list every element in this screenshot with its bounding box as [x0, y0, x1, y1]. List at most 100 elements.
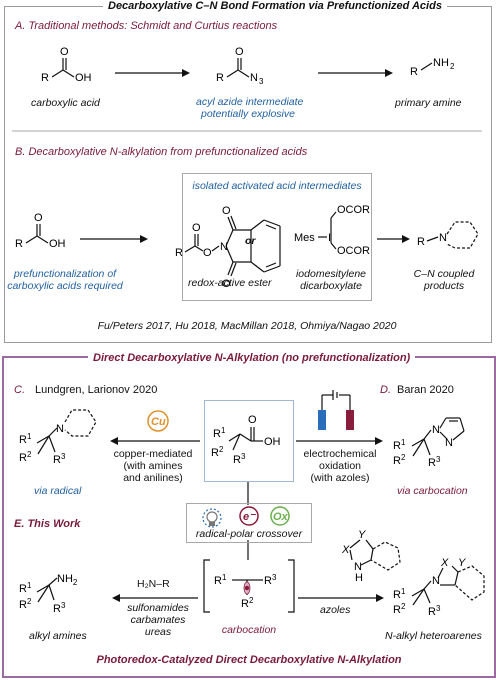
svg-text:O: O: [248, 414, 257, 426]
section-c-letter: C.: [14, 384, 25, 396]
svg-text:R3: R3: [428, 455, 441, 469]
svg-text:O: O: [222, 205, 231, 217]
section-divider: [12, 130, 482, 132]
section-e-title: E. This Work: [14, 518, 81, 530]
svg-text:R1: R1: [19, 581, 32, 595]
svg-text:NH2: NH2: [57, 573, 78, 587]
redox-ester-label: redox-active ester: [188, 277, 272, 289]
svg-text:R: R: [175, 247, 183, 259]
photoredox-box: [186, 503, 312, 543]
svg-text:R: R: [216, 72, 224, 84]
section-c-authors: Lundgren, Larionov 2020: [35, 384, 158, 396]
section-b-structures: O R OH O R O N O O: [15, 204, 479, 290]
azoles-label: azoles: [320, 604, 351, 616]
top-panel-title: Decarboxylative C–N Bond Formation via P…: [103, 0, 447, 13]
products-label-1: C–N coupled: [413, 268, 475, 280]
svg-text:R2: R2: [393, 453, 406, 467]
prefunc-label-1: prefunctionalization of: [13, 268, 117, 280]
svg-text:R3: R3: [264, 573, 277, 587]
svg-text:N: N: [439, 232, 447, 244]
electro-label-1: electrochemical: [303, 448, 377, 460]
svg-text:R: R: [410, 66, 418, 78]
svg-text:R2: R2: [241, 596, 254, 610]
svg-text:O: O: [192, 222, 201, 234]
svg-text:Ox: Ox: [273, 511, 289, 523]
svg-text:R1: R1: [393, 587, 406, 601]
copper-label-2: (with amines: [123, 460, 183, 472]
section-d-authors: Baran 2020: [397, 384, 454, 396]
via-carbocation-label: via carbocation: [397, 485, 468, 497]
activated-intermediates-box: [182, 173, 372, 301]
prefunc-label-2: carboxylic acids required: [7, 280, 123, 292]
alkyl-amines-label: alkyl amines: [29, 630, 87, 642]
explosive-label: potentially explosive: [201, 108, 295, 120]
copper-label-1: copper-mediated: [113, 448, 193, 460]
svg-text:H: H: [355, 572, 363, 584]
activated-box-title: isolated activated acid intermediates: [192, 180, 362, 192]
svg-text:R1: R1: [214, 573, 227, 587]
svg-text:O: O: [222, 278, 231, 290]
svg-text:N: N: [250, 72, 258, 84]
bottom-footer: Photoredox-Catalyzed Direct Decarboxylat…: [96, 654, 402, 666]
electro-label-3: (with azoles): [310, 472, 370, 484]
via-radical-label: via radical: [34, 485, 82, 497]
reagent-ureas: ureas: [144, 626, 172, 638]
reagent-carbamates: carbamates: [130, 614, 186, 626]
svg-text:OH: OH: [264, 436, 281, 448]
svg-text:X: X: [440, 557, 449, 569]
citation: Fu/Peters 2017, Hu 2018, MacMillan 2018,…: [97, 320, 397, 332]
iodomesitylene-label-1: iodomesitylene: [295, 268, 367, 280]
iodomesitylene-label-2: dicarboxylate: [300, 280, 362, 292]
carboxylic-acid-label: carboxylic acid: [31, 97, 100, 109]
svg-text:2: 2: [450, 62, 455, 71]
svg-text:R2: R2: [19, 450, 32, 464]
oxidant-icon: [270, 506, 290, 526]
svg-text:O: O: [203, 247, 212, 259]
carbocation-label: carbocation: [221, 624, 277, 636]
svg-text:3: 3: [259, 77, 264, 86]
svg-text:N: N: [445, 437, 453, 449]
svg-text:N: N: [432, 575, 440, 587]
amine-reagent-label: H₂N–R: [137, 578, 170, 590]
svg-text:R2: R2: [211, 445, 224, 459]
ocor-bottom: OCOR: [337, 245, 370, 257]
svg-text:Y: Y: [458, 557, 466, 569]
svg-text:R1: R1: [393, 438, 406, 452]
svg-text:R: R: [15, 238, 23, 250]
products-label-2: products: [423, 280, 465, 292]
svg-text:N: N: [354, 561, 362, 573]
svg-text:X: X: [341, 544, 350, 556]
svg-text:e⁻: e⁻: [243, 511, 256, 523]
svg-text:N: N: [432, 424, 440, 436]
svg-text:O: O: [235, 46, 244, 58]
section-a-title: A. Traditional methods: Schmidt and Curt…: [15, 20, 278, 32]
svg-text:R: R: [41, 72, 49, 84]
svg-text:R3: R3: [53, 601, 66, 615]
svg-text:OH: OH: [49, 238, 66, 250]
electrodes-icon: [318, 390, 354, 430]
lightbulb-icon: [202, 508, 222, 528]
svg-text:I: I: [328, 232, 331, 244]
reagent-sulfonamides: sulfonamides: [127, 602, 189, 614]
svg-text:R3: R3: [233, 452, 246, 466]
svg-text:R3: R3: [428, 604, 441, 618]
svg-text:O: O: [34, 212, 43, 224]
cu-icon: Cu: [151, 416, 166, 428]
svg-text:Y: Y: [358, 529, 366, 541]
acyl-azide-label: acyl azide intermediate: [196, 96, 304, 108]
rpc-label: radical-polar crossover: [195, 528, 303, 540]
section-b-title: B. Decarboxylative N-alkylation from pre…: [15, 146, 308, 158]
section-d-letter: D.: [380, 384, 391, 396]
svg-text:R2: R2: [19, 597, 32, 611]
svg-text:R: R: [417, 236, 425, 248]
electro-label-2: oxidation: [318, 460, 362, 472]
svg-text:N: N: [220, 241, 228, 253]
svg-text:R2: R2: [393, 602, 406, 616]
svg-text:R3: R3: [53, 452, 66, 466]
svg-text:OH: OH: [75, 72, 92, 84]
ocor-top: OCOR: [337, 204, 370, 216]
bottom-panel-title: Direct Decarboxylative N-Alkylation (no …: [88, 352, 416, 365]
svg-text:R1: R1: [19, 432, 32, 446]
n-alkyl-heteroarenes-label: N-alkyl heteroarenes: [385, 630, 482, 642]
